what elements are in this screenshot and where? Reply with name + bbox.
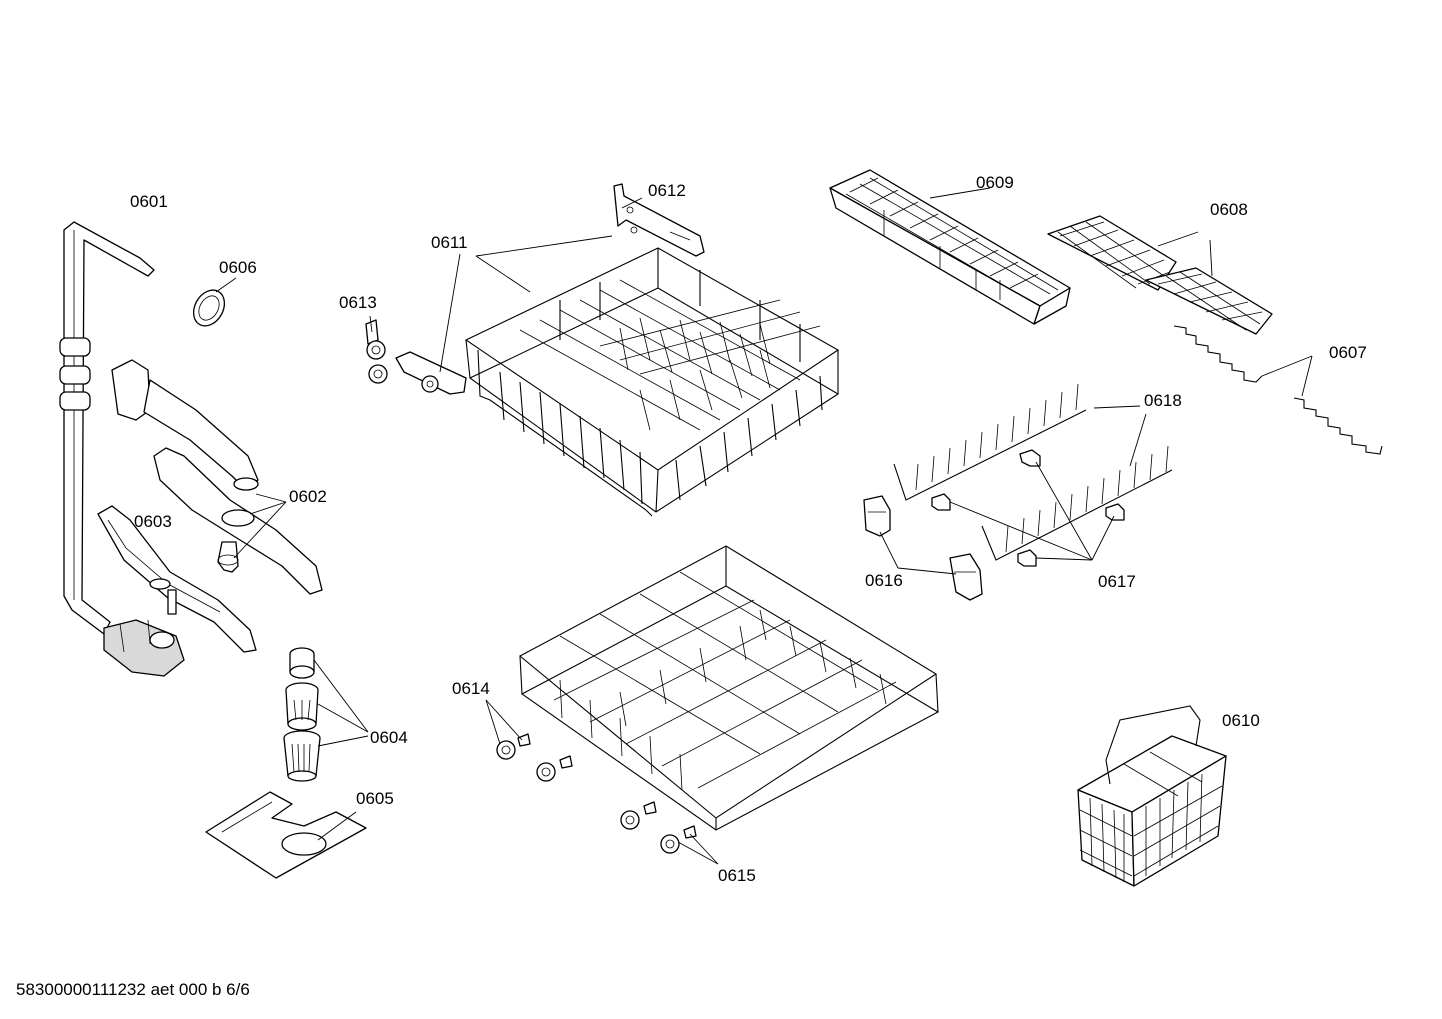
- part-lower-basket: [519, 545, 940, 831]
- part-0607-tine-strips: [1173, 325, 1383, 455]
- part-0606-spray-disk: [192, 289, 226, 327]
- label-0601: 0601: [130, 192, 168, 211]
- document-reference-footer: 58300000111232 aet 000 b 6/6: [16, 980, 250, 999]
- part-0604-filters: [283, 647, 321, 782]
- label-0615: 0615: [718, 866, 756, 885]
- label-0609: 0609: [976, 173, 1014, 192]
- label-0606: 0606: [219, 258, 257, 277]
- part-0616-holders: [863, 495, 983, 601]
- part-0610-cutlery-basket: [1077, 705, 1227, 887]
- label-0610: 0610: [1222, 711, 1260, 730]
- part-0601-feed-pipe: [59, 221, 185, 677]
- label-0616: 0616: [865, 571, 903, 590]
- label-0607: 0607: [1329, 343, 1367, 362]
- part-0611-upper-basket: [464, 247, 840, 517]
- label-0617: 0617: [1098, 572, 1136, 591]
- label-0612: 0612: [648, 181, 686, 200]
- label-0605: 0605: [356, 789, 394, 808]
- part-0608-racks: [1047, 215, 1273, 335]
- part-0609-cup-shelf: [829, 169, 1071, 325]
- leader-lines: [215, 187, 1313, 865]
- part-upper-spray-arm: [111, 359, 259, 491]
- label-0602: 0602: [289, 487, 327, 506]
- label-0614: 0614: [452, 679, 490, 698]
- label-0603: 0603: [134, 512, 172, 531]
- part-0613-roller-rail: [365, 319, 467, 395]
- part-0615-wheels: [620, 801, 697, 854]
- label-0608: 0608: [1210, 200, 1248, 219]
- label-0618: 0618: [1144, 391, 1182, 410]
- part-0602-spray-arm: [153, 447, 323, 595]
- label-0604: 0604: [370, 728, 408, 747]
- part-0605-filter-plate: [205, 791, 367, 879]
- part-0617-clips: [931, 449, 1125, 567]
- label-0611: 0611: [431, 233, 468, 252]
- part-0614-wheels: [496, 733, 573, 782]
- part-0603-lower-spray-arm: [97, 505, 257, 653]
- label-0613: 0613: [339, 293, 377, 312]
- part-labels: 0601 0602 0603 0604 0605 0606 0607 0608 …: [130, 173, 1367, 885]
- part-0612-bracket: [613, 183, 705, 257]
- part-0618-tine-rows: [893, 383, 1173, 561]
